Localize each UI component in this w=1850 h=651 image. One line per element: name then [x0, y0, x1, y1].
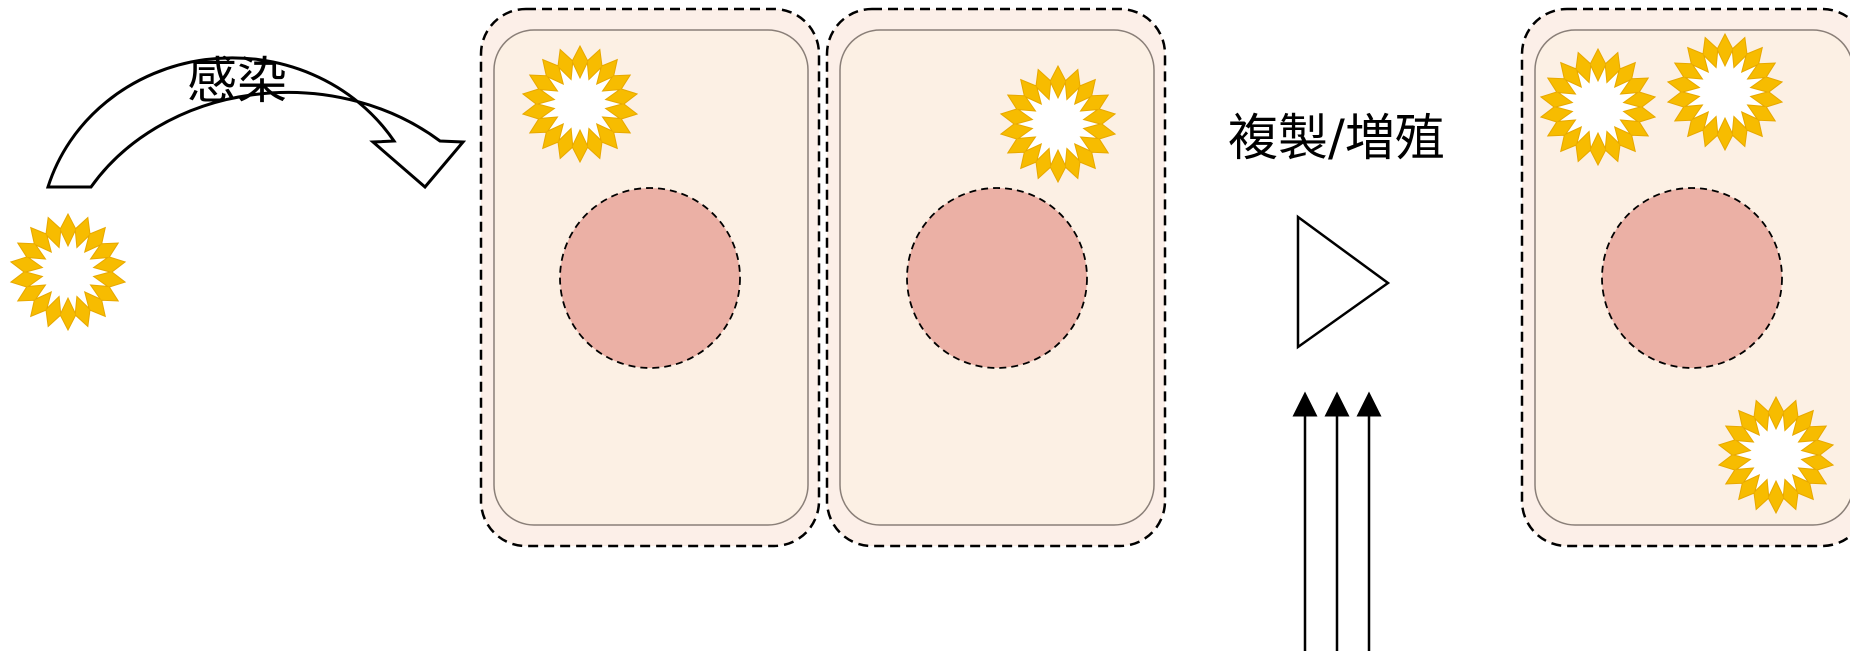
- replication-label: 複製/増殖: [1228, 109, 1445, 167]
- cell-3-nucleus: [1602, 188, 1782, 368]
- cell-1-nucleus: [560, 188, 740, 368]
- cell-1: [481, 9, 819, 546]
- infection-label: 感染: [187, 52, 287, 110]
- up-arrows: [1305, 404, 1369, 651]
- process-triangle-icon: [1298, 217, 1388, 347]
- free-virus: [11, 214, 125, 330]
- cell-2: [827, 9, 1165, 546]
- cell-2-nucleus: [907, 188, 1087, 368]
